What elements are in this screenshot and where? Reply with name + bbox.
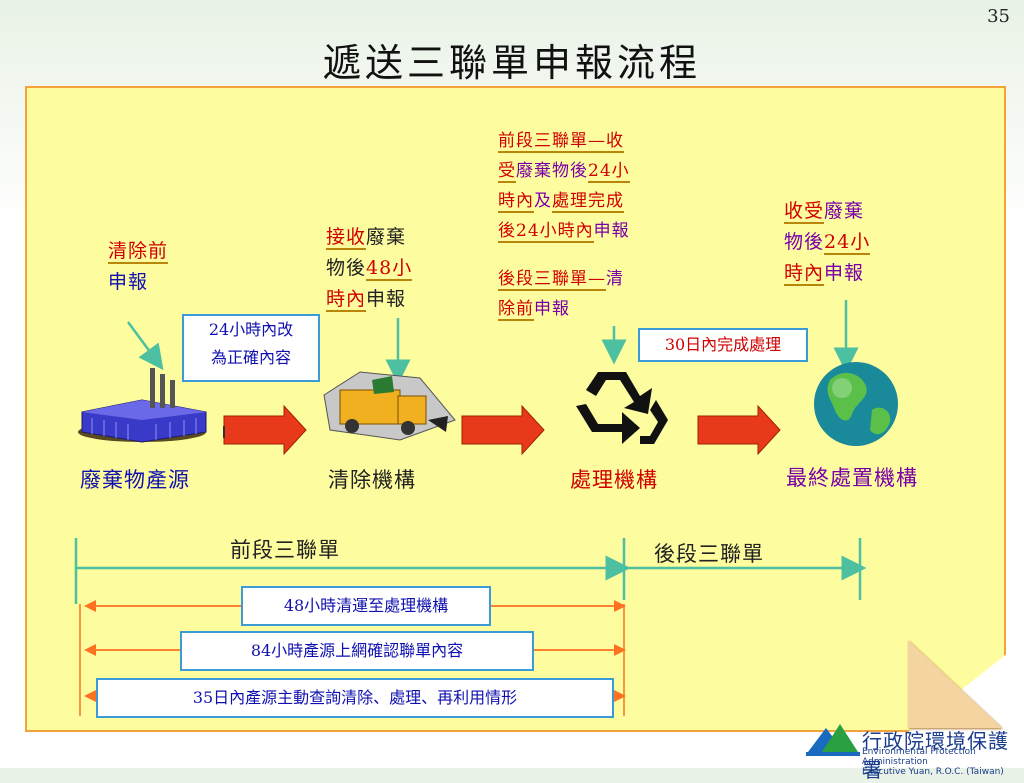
node-label-processor: 處理機構: [570, 468, 658, 492]
agency-english-name: Environmental Protection Administration …: [862, 747, 1004, 777]
final-note: 收受廢棄 物後24小 時內申報: [784, 200, 871, 286]
clearer-note: 接收廢棄 物後48小 時內申報: [326, 226, 413, 312]
deadline-48h-box: 48小時清運至處理機構: [241, 586, 491, 626]
factory-icon: [78, 368, 207, 443]
recycle-icon: [576, 372, 668, 444]
processor-note-back: 後段三聯單—清 除前申報: [498, 269, 624, 321]
page-curl: [908, 640, 1002, 728]
processor-note-front: 前段三聯單—收 受廢棄物後24小 時內及處理完成 後24小時內申報: [498, 131, 630, 243]
pointer-arrows: [126, 300, 859, 385]
page-number: 35: [987, 6, 1010, 27]
source-note: 清除前 申報: [108, 240, 169, 293]
deadline-35d-box: 35日內產源主動查詢清除、處理、再利用情形: [96, 678, 614, 718]
slide-title: 遞送三聯單申報流程: [0, 32, 1024, 90]
front-manifest-label: 前段三聯單: [230, 538, 340, 562]
flow-arrows: [223, 404, 781, 456]
correction-box: 24小時內改 為正確內容: [182, 314, 320, 382]
back-manifest-label: 後段三聯單: [654, 542, 764, 566]
node-label-source: 廢棄物產源: [80, 468, 190, 492]
epa-logo-icon: [806, 724, 860, 756]
globe-icon: [814, 362, 898, 446]
deadline-84h-box: 84小時產源上網確認聯單內容: [180, 631, 534, 671]
node-label-clearer: 清除機構: [328, 468, 416, 492]
processing-deadline-box: 30日內完成處理: [638, 328, 808, 362]
node-label-final: 最終處置機構: [786, 466, 918, 490]
garbage-truck-icon: [323, 371, 456, 441]
